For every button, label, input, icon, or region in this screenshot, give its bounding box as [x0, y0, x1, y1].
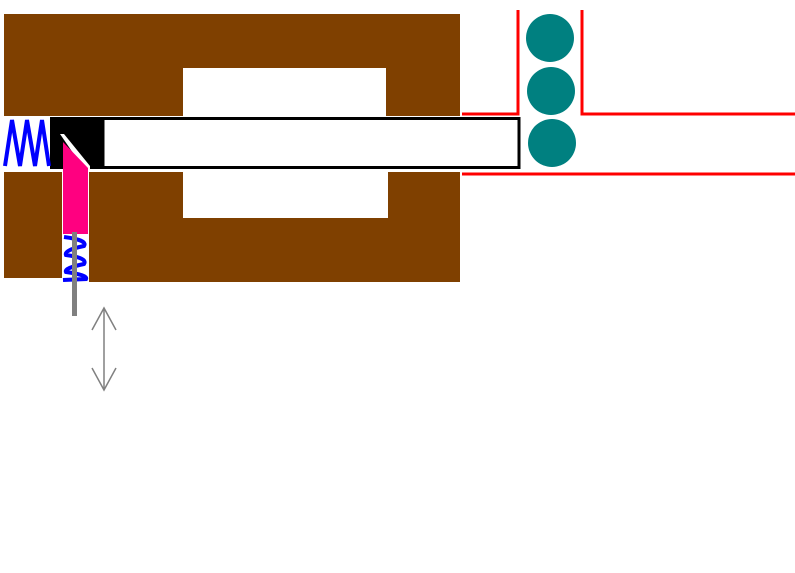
ball	[528, 119, 576, 167]
housing-bottom-left	[4, 172, 62, 278]
left-spring	[3, 119, 51, 167]
plunger-rod	[101, 117, 521, 169]
ball	[527, 67, 575, 115]
ball	[526, 14, 574, 62]
vertical-motion-arrow-icon	[91, 306, 117, 392]
housing-top	[4, 14, 460, 116]
guide-rails	[462, 10, 795, 176]
housing-bottom-right	[89, 172, 460, 282]
latch-rod	[72, 232, 77, 316]
latch	[63, 142, 88, 234]
